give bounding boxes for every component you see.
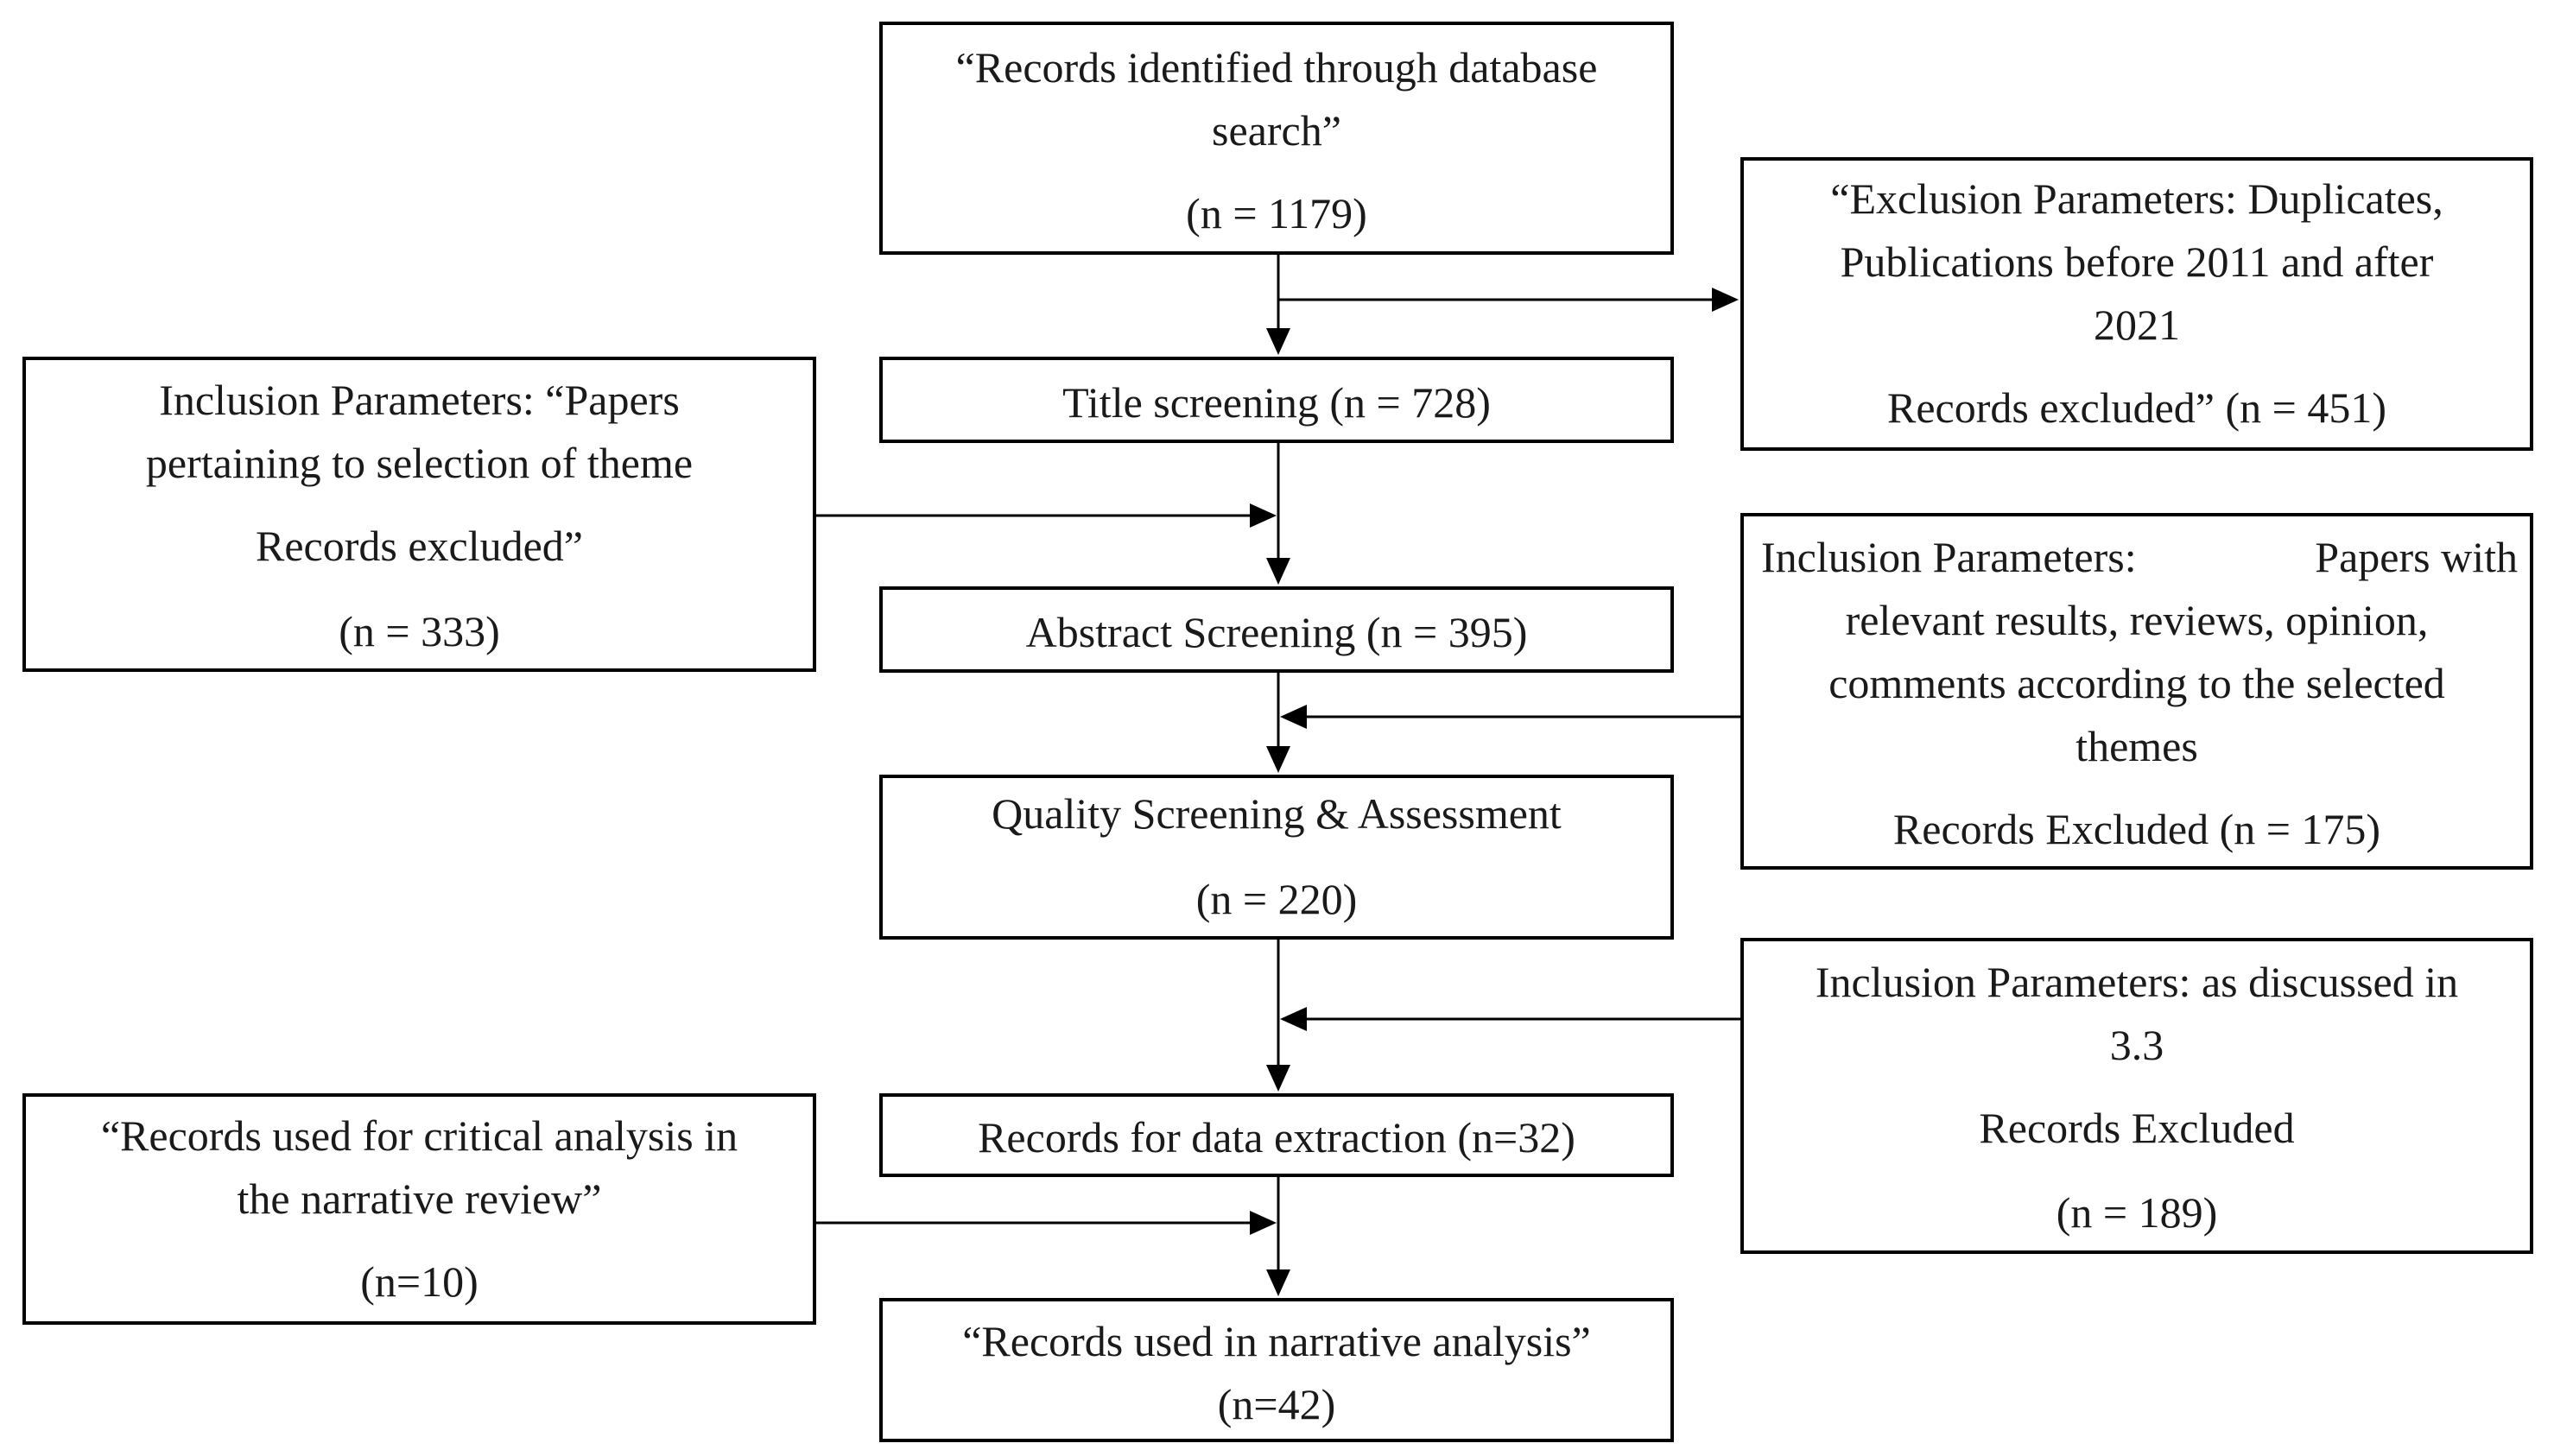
arrowhead-extraction-to-narrative bbox=[1266, 1269, 1290, 1296]
quality-screening-line1: Quality Screening & Assessment bbox=[992, 789, 1562, 838]
title-screening-box bbox=[879, 357, 1674, 443]
records-identified-line2: search” bbox=[1212, 106, 1341, 155]
arrowhead-from-inclusion-theme bbox=[1250, 503, 1277, 528]
inclusion-theme-box bbox=[22, 357, 816, 672]
exclusion-parameters-line2: Publications before 2011 and after bbox=[1840, 237, 2434, 286]
arrowhead-title-to-abstract bbox=[1266, 558, 1290, 585]
inclusion-discussed-line2: 3.3 bbox=[2109, 1021, 2164, 1069]
critical-analysis-count: (n=10) bbox=[360, 1257, 478, 1306]
inclusion-discussed-line3: Records Excluded bbox=[1979, 1104, 2295, 1152]
arrowhead-from-inclusion-discussed bbox=[1280, 1007, 1307, 1031]
records-identified-box bbox=[879, 22, 1674, 255]
data-extraction-label: Records for data extraction (n=32) bbox=[978, 1113, 1575, 1162]
quality-screening-box bbox=[879, 775, 1674, 940]
quality-screening-count: (n = 220) bbox=[1195, 875, 1358, 923]
exclusion-parameters-box bbox=[1740, 157, 2533, 451]
narrative-analysis-count: (n=42) bbox=[1217, 1380, 1336, 1428]
arrowhead-to-exclusion-box bbox=[1712, 288, 1739, 312]
abstract-screening-box bbox=[879, 586, 1674, 673]
inclusion-results-box bbox=[1740, 513, 2533, 870]
inclusion-discussed-box bbox=[1740, 938, 2533, 1254]
inclusion-theme-line1: Inclusion Parameters: “Papers bbox=[159, 376, 680, 424]
inclusion-results-line1b: Papers with bbox=[2315, 533, 2518, 581]
abstract-screening-label: Abstract Screening (n = 395) bbox=[1025, 608, 1528, 656]
records-identified-line1: “Records identified through database bbox=[955, 43, 1598, 92]
inclusion-results-line3: comments according to the selected bbox=[1828, 659, 2445, 707]
inclusion-discussed-line1: Inclusion Parameters: as discussed in bbox=[1815, 958, 2459, 1006]
exclusion-parameters-line3: 2021 bbox=[2094, 301, 2180, 349]
title-screening-label: Title screening (n = 728) bbox=[1062, 378, 1491, 427]
inclusion-results-line2: relevant results, reviews, opinion, bbox=[1845, 596, 2429, 644]
critical-analysis-line1: “Records used for critical analysis in bbox=[100, 1111, 738, 1160]
arrowhead-abstract-to-quality bbox=[1266, 746, 1290, 773]
arrowhead-identified-to-title bbox=[1266, 328, 1290, 355]
inclusion-theme-count: (n = 333) bbox=[339, 607, 500, 655]
inclusion-results-line4: themes bbox=[2076, 722, 2198, 770]
inclusion-results-line5: Records Excluded (n = 175) bbox=[1892, 805, 2381, 853]
inclusion-discussed-count: (n = 189) bbox=[2056, 1188, 2218, 1237]
narrative-analysis-box bbox=[879, 1298, 1674, 1442]
critical-analysis-line2: the narrative review” bbox=[237, 1174, 602, 1223]
arrowhead-from-inclusion-results bbox=[1280, 705, 1307, 729]
inclusion-results-line1a: Inclusion Parameters: bbox=[1761, 533, 2137, 581]
narrative-analysis-line1: “Records used in narrative analysis” bbox=[962, 1317, 1591, 1365]
arrowhead-from-critical-analysis bbox=[1250, 1211, 1277, 1235]
inclusion-theme-line2: pertaining to selection of theme bbox=[145, 439, 694, 487]
data-extraction-box bbox=[879, 1093, 1674, 1177]
critical-analysis-box bbox=[22, 1093, 816, 1325]
records-identified-count: (n = 1179) bbox=[1186, 189, 1367, 237]
arrowhead-quality-to-extraction bbox=[1266, 1065, 1290, 1092]
exclusion-parameters-line1: “Exclusion Parameters: Duplicates, bbox=[1830, 174, 2443, 223]
exclusion-parameters-line4: Records excluded” (n = 451) bbox=[1886, 383, 2386, 432]
inclusion-theme-line3: Records excluded” bbox=[255, 522, 583, 570]
